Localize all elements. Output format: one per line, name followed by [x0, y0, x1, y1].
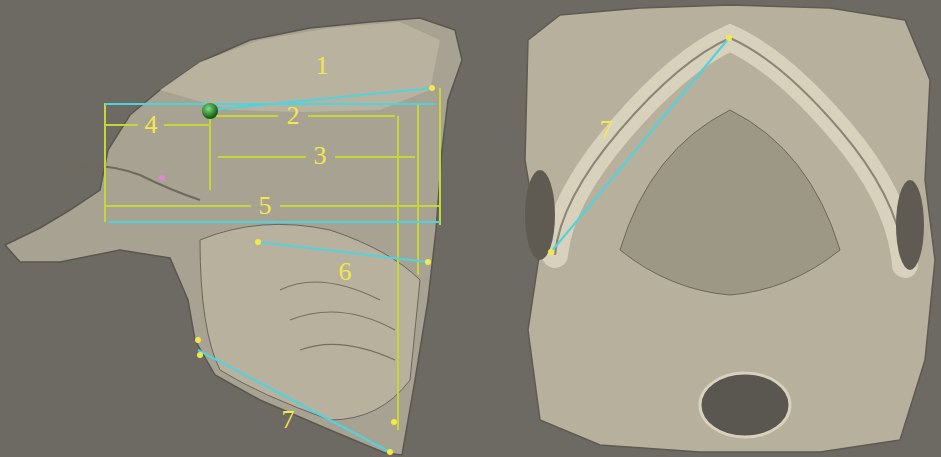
callout-number: 6	[339, 259, 352, 285]
callout-number: 4	[145, 112, 158, 138]
basal-skull	[525, 5, 935, 452]
callout-number: 3	[314, 143, 327, 169]
measurement-lines	[105, 35, 732, 455]
callout-number: 2	[287, 103, 300, 129]
callout-number: 5	[259, 193, 272, 219]
callout-number: 7	[282, 407, 295, 433]
lateral-skull	[5, 18, 462, 455]
callout-number: 1	[316, 53, 329, 79]
callout-number: 7	[600, 117, 613, 143]
